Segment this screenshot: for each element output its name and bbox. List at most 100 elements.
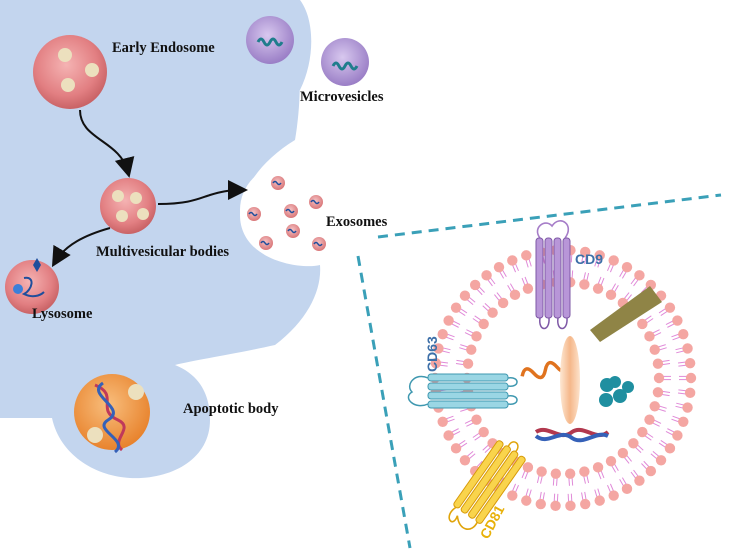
lipid-head [684,357,696,369]
lipid-head [605,289,617,301]
exosome-cluster [247,176,326,251]
lipid-head [652,358,664,369]
lipid-head [592,283,604,294]
zoom-line-bottom [356,255,412,549]
lipid-head [459,455,471,466]
lipid-head [493,261,505,273]
lipid-head [459,290,471,301]
lipid-head [672,430,683,441]
lipid-head [478,318,489,330]
lipid-head [522,462,534,473]
lipid-head [592,462,604,473]
lipid-head [481,270,492,281]
multivesicular-bodies-label: Multivesicular bodies [96,244,229,260]
lipid-head [621,483,633,495]
lipid-head [685,372,697,384]
lipid-head [637,318,648,330]
cd9-protein [535,220,571,330]
lipid-head [621,261,633,273]
exosomes-label: Exosomes [326,214,388,230]
lipid-head [443,430,454,441]
lipid-head [443,315,454,326]
lipid-head [637,426,648,438]
microvesicles-label: Microvesicles [300,89,384,105]
lipid-head [521,250,532,261]
lipid-head [507,490,518,501]
lipid-head [634,475,645,486]
cd81-protein [448,440,526,530]
apoptotic-body-label: Apoptotic body [183,401,279,417]
lipid-head [649,344,660,355]
lipid-head [608,255,619,266]
lipid-head [471,331,482,342]
arrow-endosome-to-mvb [79,109,135,178]
lipid-head [644,331,655,342]
lipid-head [664,443,676,454]
lipid-head [535,498,546,510]
exosome [309,195,323,209]
lipid-head [653,372,665,384]
lysosome-label: Lysosome [32,306,93,322]
transmembrane-channel [590,286,662,342]
lipid-head [466,344,477,355]
microvesicle-1 [246,16,294,64]
lipid-head [487,307,498,318]
exosome [247,207,261,221]
lipid-head [672,315,683,326]
exosome [284,204,298,218]
lipid-head [521,495,532,506]
lipid-head [462,358,474,369]
lipid-head [682,402,693,413]
cargo-lipid [560,336,580,424]
lipid-head [450,443,462,454]
arrow-mvb-to-lysosome [51,227,111,268]
lysosome [5,258,59,314]
cargo-protein [599,376,634,407]
lipid-head [437,329,448,340]
lipid-head [655,455,667,466]
lipid-head [579,279,590,290]
exosome [312,237,326,251]
lipid-head [617,447,629,459]
lipid-head [536,466,547,477]
arrow-mvb-to-exosomes [157,180,248,205]
zoom-line-top [377,193,722,239]
lipid-head [649,401,660,412]
lipid-head [579,466,590,477]
lipid-head [437,416,448,427]
lipid-head [664,302,676,313]
lipid-head [580,246,591,258]
exosome [286,224,300,238]
lipid-head [594,250,605,261]
exosome [259,236,273,250]
lipid-head [644,414,655,425]
cargo-dna [534,428,610,443]
lipid-head [509,289,521,301]
lipid-head [678,329,689,340]
early-endosome-label: Early Endosome [112,40,215,56]
lipid-head [478,426,489,438]
microvesicle-2 [321,38,369,86]
lipid-head [682,343,693,354]
cd9-label: CD9 [575,251,603,267]
lipid-head [497,297,509,309]
lipid-head [564,468,576,479]
lipid-head [430,357,442,369]
lipid-head [450,302,462,313]
lipid-head [471,414,482,425]
multivesicular-body [100,178,156,234]
lipid-head [684,387,696,399]
cd63-protein [407,373,518,409]
exosome [271,176,285,190]
lipid-head [594,495,605,506]
lipid-head [645,465,657,477]
lipid-head [507,255,518,266]
lipid-head [550,468,562,479]
lipid-head [634,270,645,281]
lipid-head [678,416,689,427]
early-endosome [33,35,107,109]
apoptotic-body [74,374,150,454]
lipid-head [652,387,664,398]
lipid-head [522,283,534,294]
